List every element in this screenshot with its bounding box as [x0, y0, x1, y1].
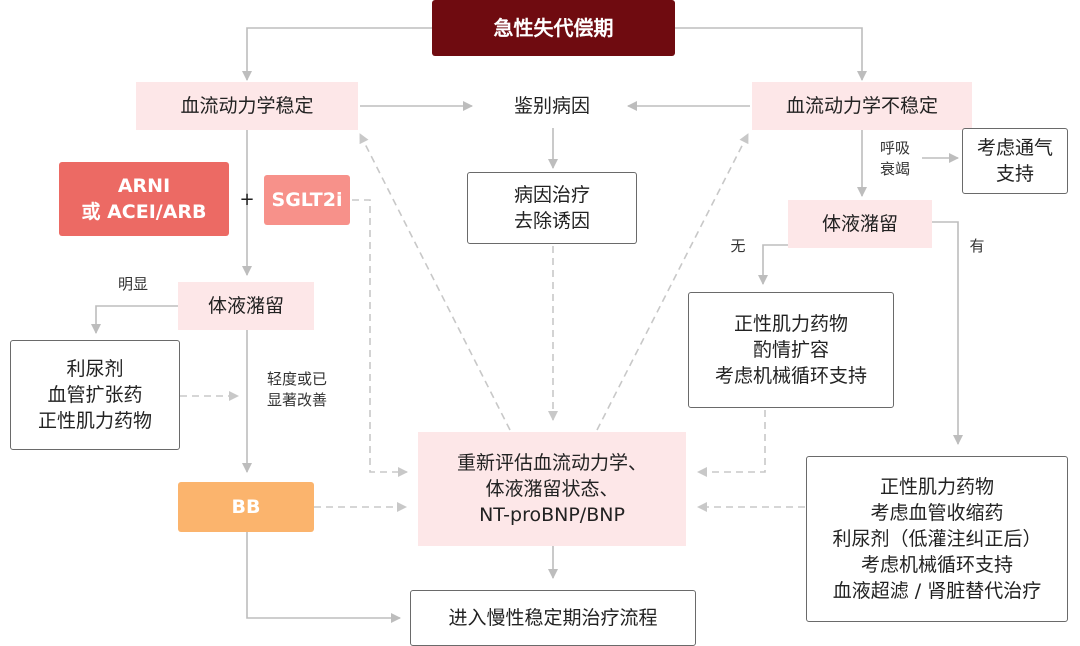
edge-fluid-right-yes — [932, 221, 963, 445]
inotrope-volume-node: 正性肌力药物 酌情扩容 考虑机械循环支持 — [688, 292, 894, 408]
hemodynamic-stable-node: 血流动力学稳定 — [136, 82, 358, 130]
yes-label: 有 — [969, 236, 985, 255]
plus-sign: + — [239, 189, 255, 210]
identify-cause-node: 鉴别病因 — [513, 95, 590, 117]
sglt2i-node: SGLT2i — [264, 175, 350, 225]
edge-reassess-to-unstable — [596, 133, 749, 431]
acute-decompensation-node: 急性失代偿期 — [432, 0, 675, 56]
edge-acute-to-unstable — [675, 27, 867, 81]
ventilation-support-node: 考虑通气 支持 — [962, 128, 1068, 194]
reassess-node: 重新评估血流动力学、 体液潴留状态、 NT-proBNP/BNP — [418, 432, 686, 546]
complex-therapy-node: 正性肌力药物 考虑血管收缩药 利尿剂（低灌注纠正后） 考虑机械循环支持 血液超滤… — [806, 456, 1068, 622]
chronic-stable-node: 进入慢性稳定期治疗流程 — [410, 590, 696, 646]
diuretic-vasodilator-node: 利尿剂 血管扩张药 正性肌力药物 — [10, 340, 180, 450]
edge-fluid-right-no — [758, 244, 788, 285]
edge-acute-to-stable — [242, 27, 432, 81]
fluid-retention-left-node: 体液潴留 — [178, 282, 314, 330]
no-label: 无 — [730, 236, 746, 255]
obvious-label: 明显 — [117, 274, 148, 293]
edge-bb-to-chronic — [246, 532, 401, 623]
hemodynamic-unstable-node: 血流动力学不稳定 — [752, 82, 972, 130]
fluid-retention-right-node: 体液潴留 — [788, 200, 932, 248]
improved-label: 轻度或已 显著改善 — [266, 370, 327, 409]
edge-fluid-left-to-diuretic — [91, 305, 178, 334]
beta-blocker-node: BB — [178, 482, 314, 532]
etiology-treatment-node: 病因治疗 去除诱因 — [467, 172, 637, 244]
edge-reassess-to-stable — [359, 133, 511, 431]
edge-sglt2i-to-reassess — [352, 199, 408, 477]
respiratory-failure-label: 呼吸 衰竭 — [879, 139, 910, 178]
edge-inotrope-to-reassess — [697, 410, 766, 477]
arni-acei-arb-node: ARNI 或 ACEI/ARB — [59, 162, 229, 236]
